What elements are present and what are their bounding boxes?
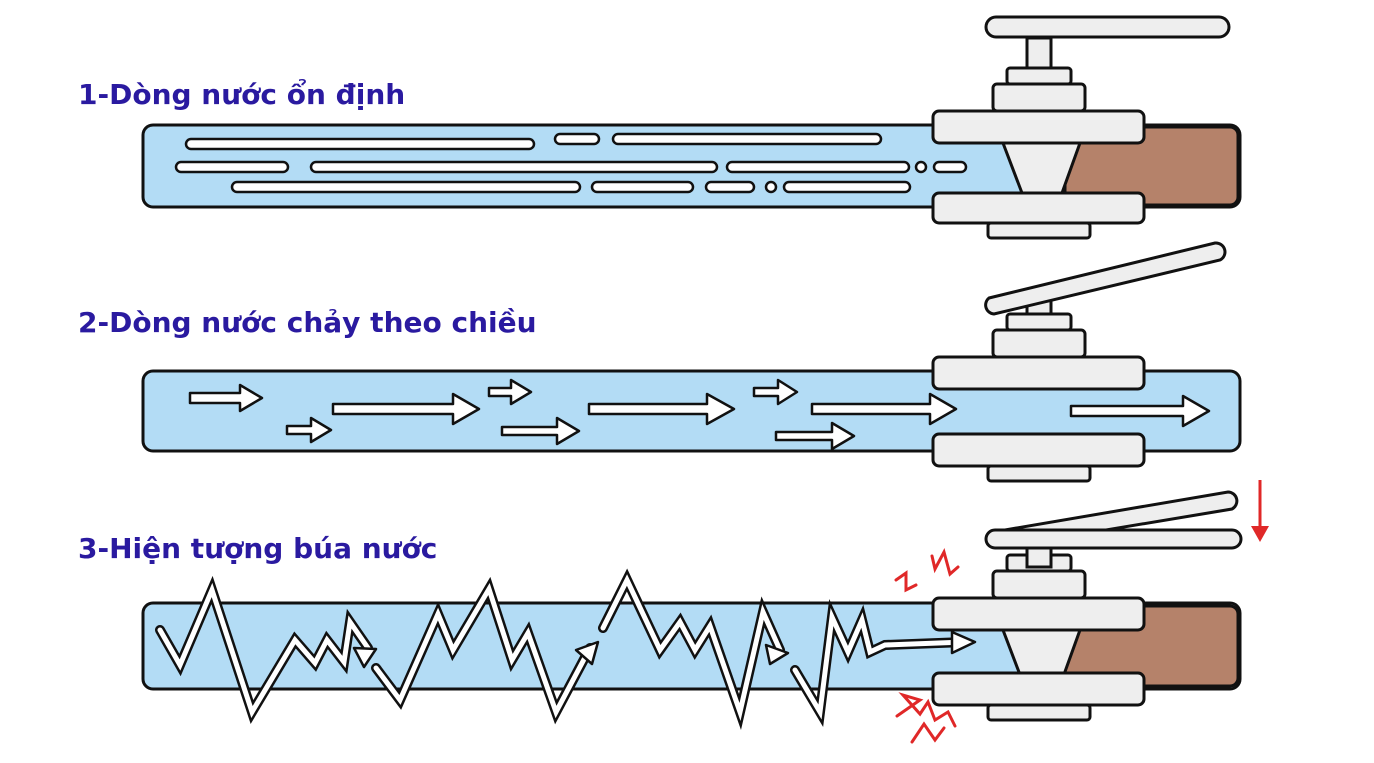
- stage1-label: 1-Dòng nước ổn định: [78, 78, 406, 111]
- stage1-valve: [931, 15, 1231, 240]
- stage2-label: 2-Dòng nước chảy theo chiều: [78, 306, 537, 339]
- stage3-handle-motion: [984, 490, 1243, 569]
- down-arrow-icon: [1251, 480, 1269, 542]
- stage1-streamlines: [174, 132, 968, 194]
- impact-burst-icon: [894, 547, 960, 744]
- stage2-valve: [931, 294, 1146, 483]
- stage2-handle: [984, 241, 1227, 316]
- stage2-flow-arrows: [188, 378, 1211, 451]
- stage3-label: 3-Hiện tượng búa nước: [78, 532, 438, 565]
- stage3-turbulent-flow: [155, 568, 977, 731]
